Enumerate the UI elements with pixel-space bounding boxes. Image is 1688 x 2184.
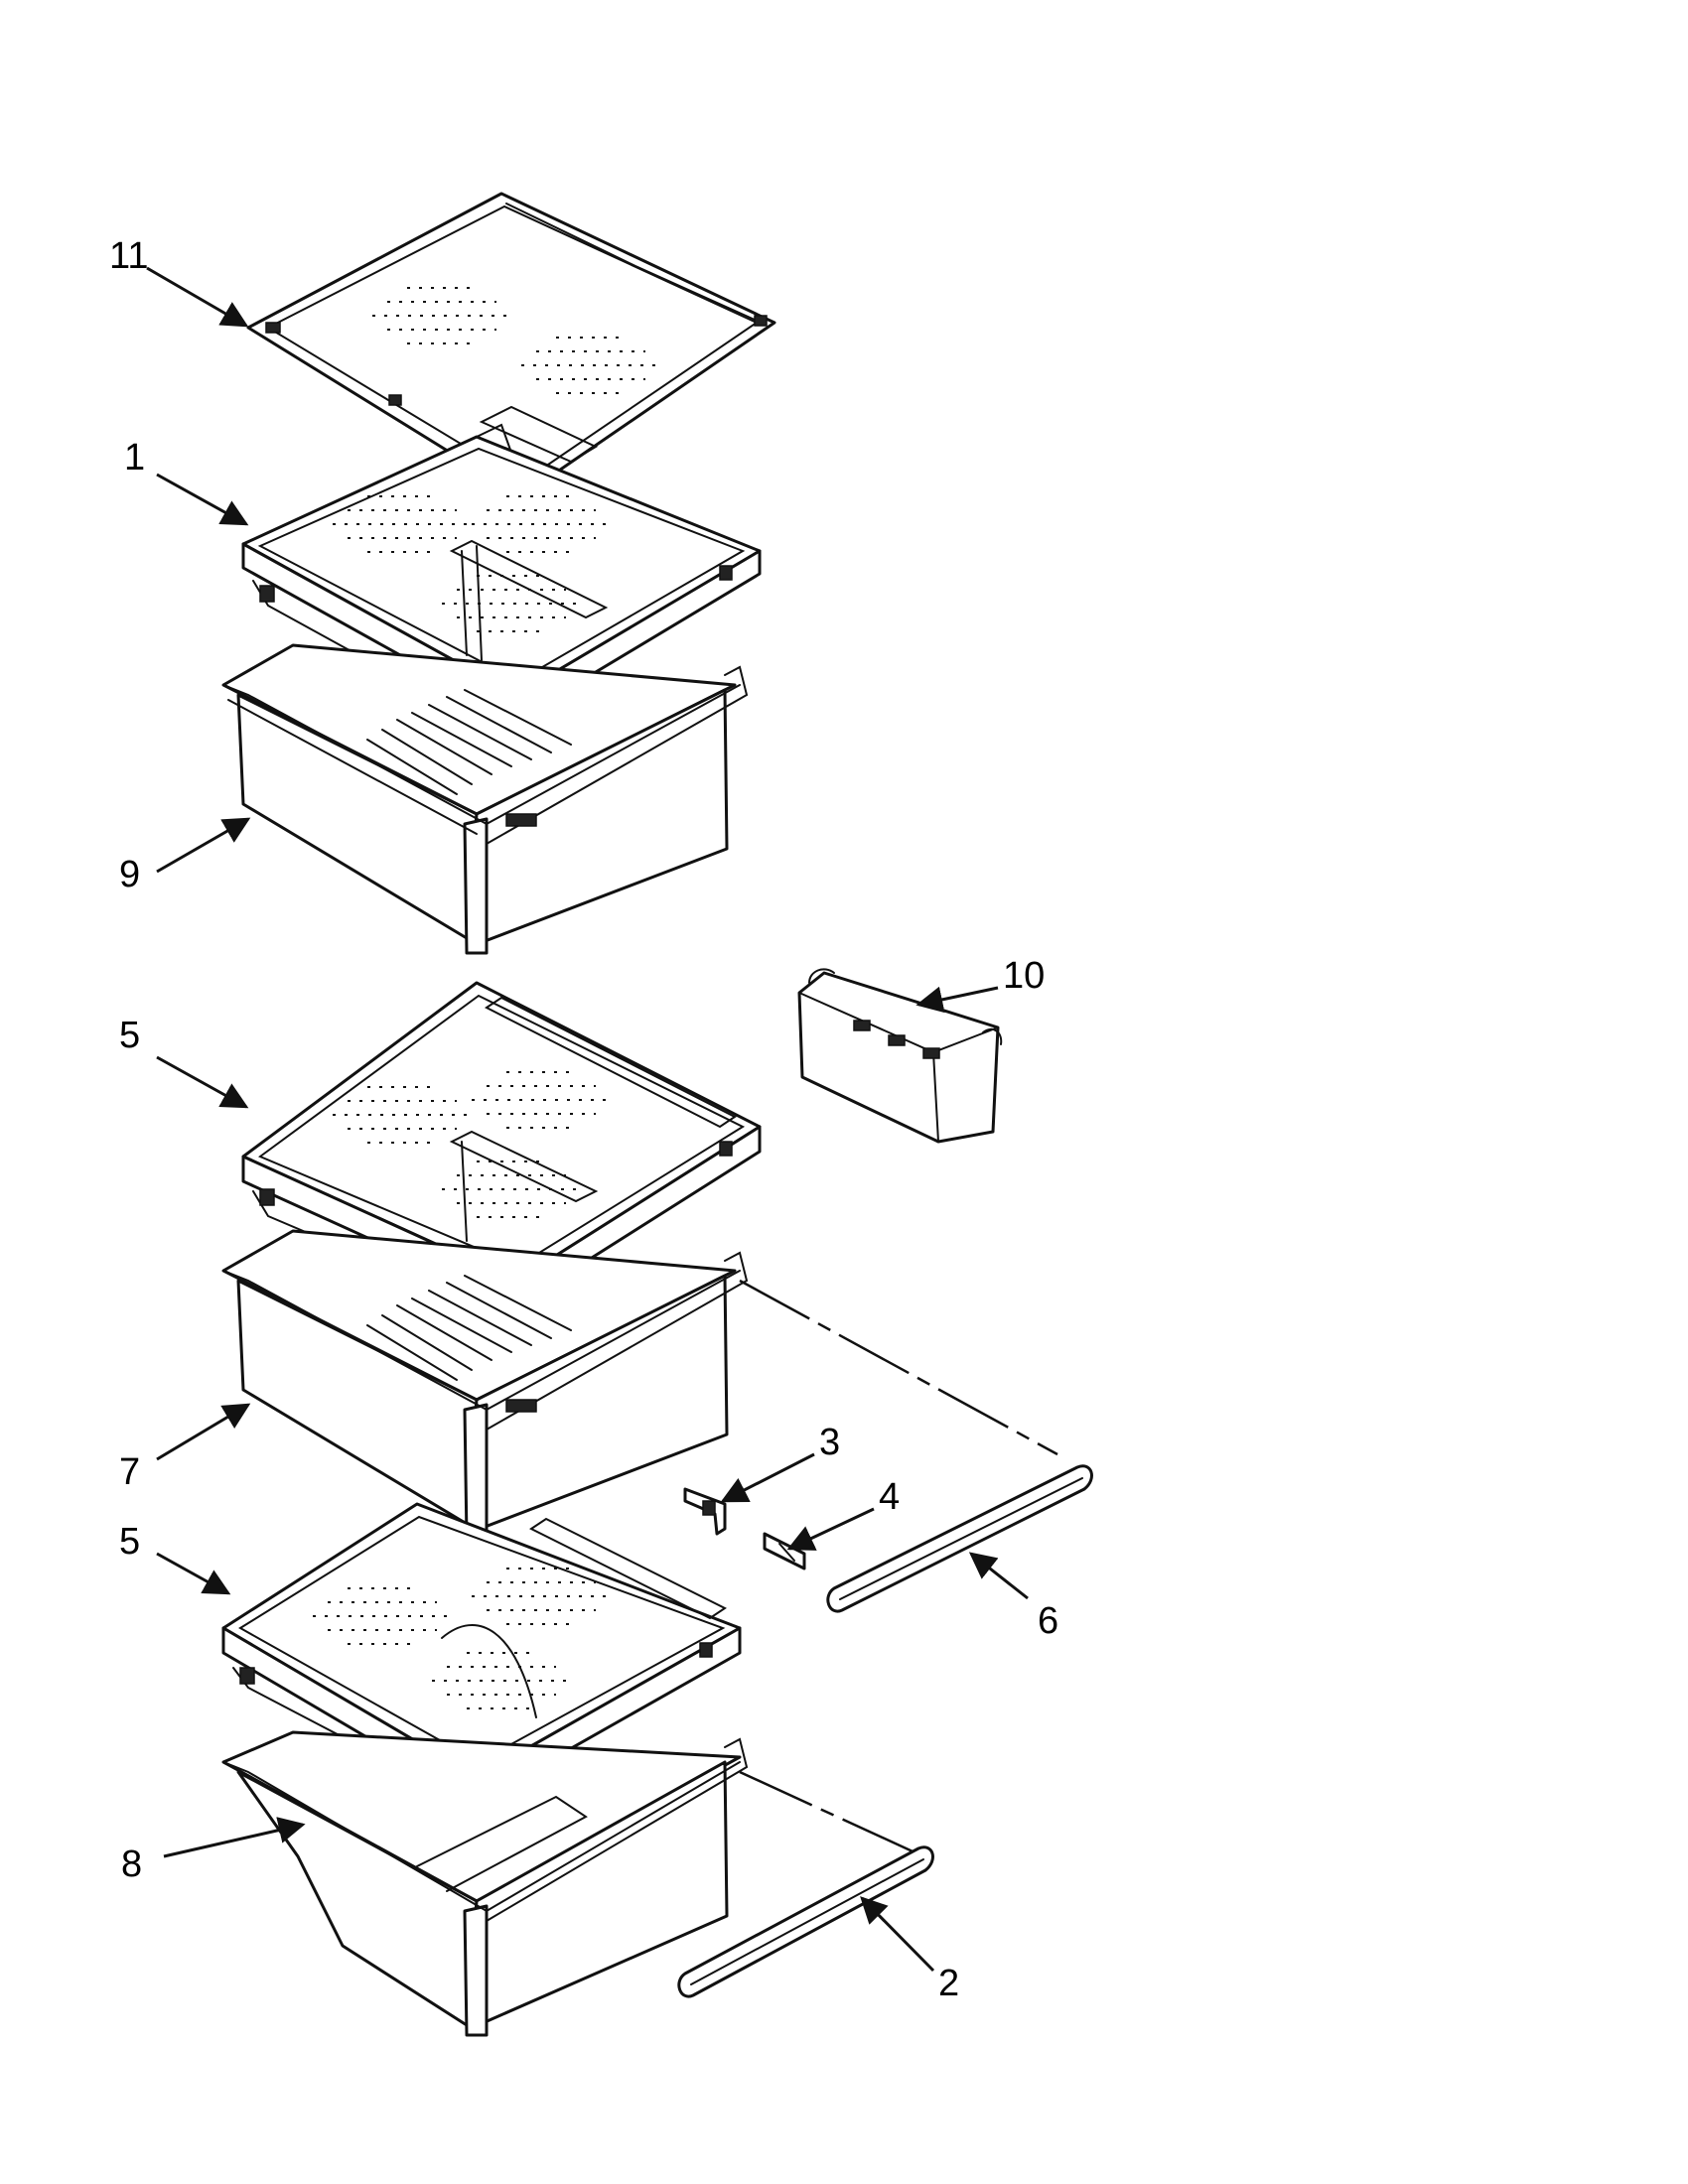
crisper-grill — [366, 689, 572, 795]
callout-7: 7 — [119, 1451, 140, 1493]
part-8-crisper-drawer — [221, 1730, 924, 2037]
callout-8: 8 — [121, 1843, 142, 1885]
part-2-slide-rail — [677, 1845, 934, 1998]
callout-9: 9 — [119, 854, 140, 895]
callout-11: 11 — [109, 235, 148, 277]
crisper-grill — [366, 1275, 572, 1381]
part-4-clip — [763, 1532, 806, 1570]
part-10-bin — [797, 968, 1003, 1144]
callout-10: 10 — [1003, 955, 1045, 997]
callout-3: 3 — [819, 1422, 840, 1463]
callout-4: 4 — [879, 1476, 900, 1518]
part-7-crisper-drawer — [221, 1229, 1058, 1541]
callout-5-lower: 5 — [119, 1521, 140, 1563]
leader-lines — [146, 266, 1029, 1973]
callout-labels: 11 1 9 10 5 7 3 4 6 5 8 2 — [109, 235, 1058, 2004]
callout-2: 2 — [938, 1963, 959, 2004]
callout-5-upper: 5 — [119, 1015, 140, 1056]
callout-1: 1 — [124, 437, 145, 478]
callout-6: 6 — [1038, 1600, 1058, 1642]
part-3-clip — [683, 1487, 727, 1536]
part-9-crisper-drawer — [221, 643, 749, 955]
part-6-slide-rail — [826, 1464, 1093, 1613]
part-11-glass-shelf — [246, 192, 776, 498]
